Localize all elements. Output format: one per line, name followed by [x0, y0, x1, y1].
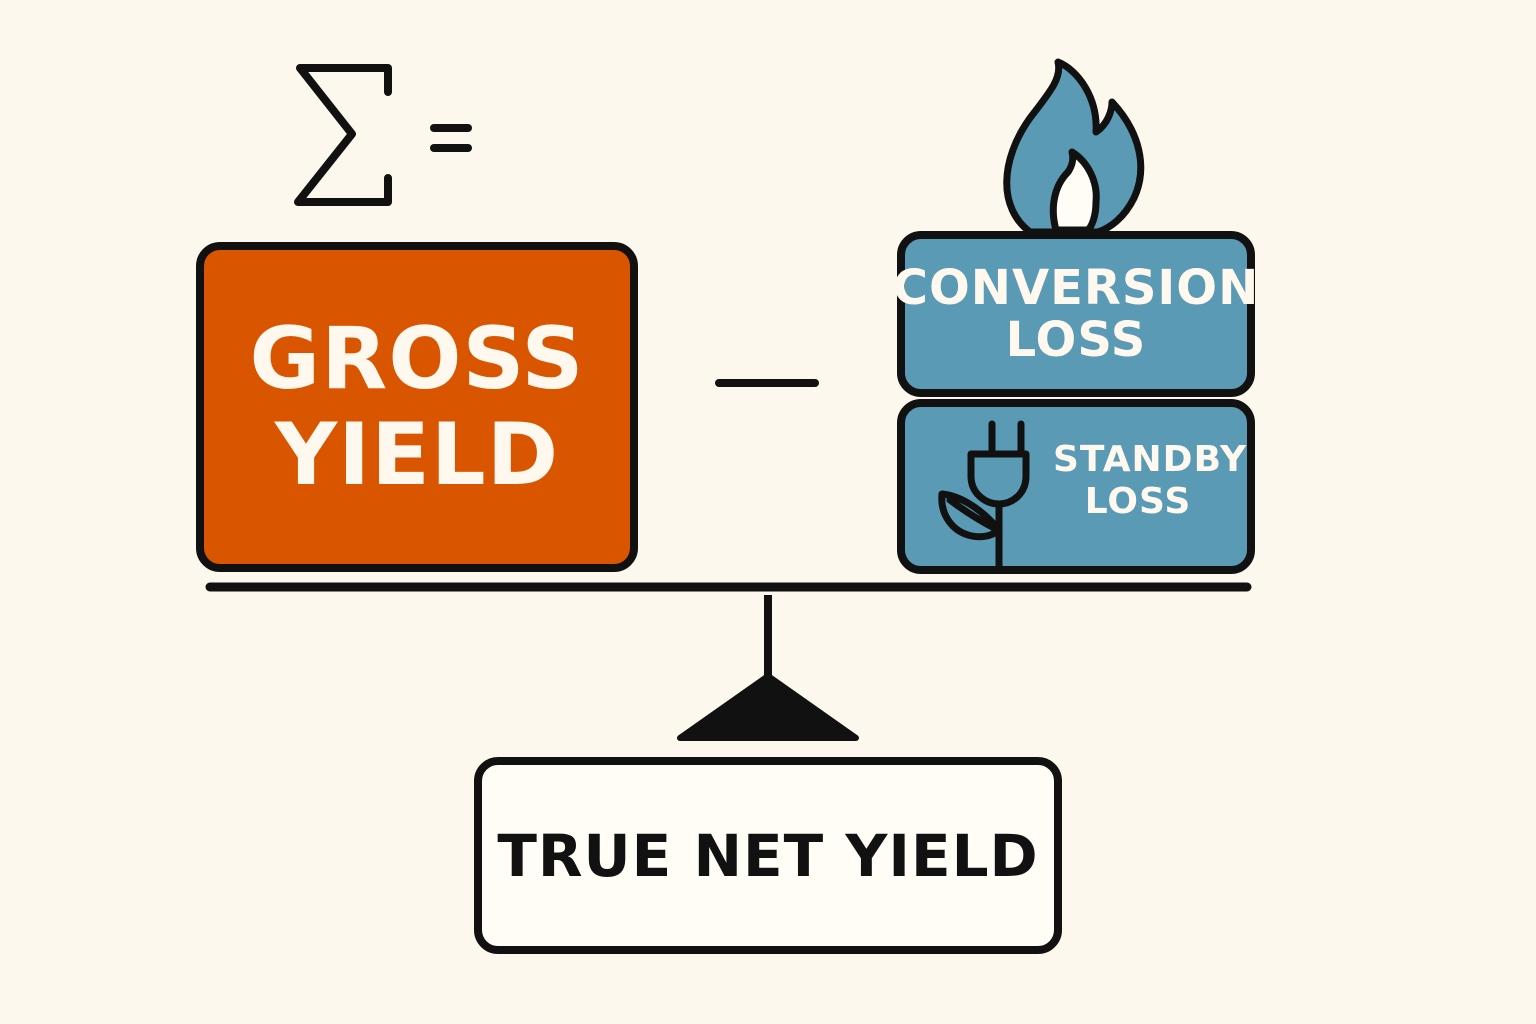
sigma-symbol: [294, 64, 392, 206]
true-net-yield-label: TRUE NET YIELD: [497, 821, 1039, 890]
gross-yield-label-line1: GROSS: [249, 309, 585, 409]
standby-loss-label-line2: LOSS: [1084, 480, 1192, 522]
fulcrum-triangle: [677, 673, 859, 741]
conversion-loss-label-line2: LOSS: [1005, 312, 1147, 368]
conversion-loss-box: CONVERSION LOSS: [893, 231, 1258, 397]
true-net-yield-box: TRUE NET YIELD: [474, 757, 1062, 954]
gross-yield-label-line2: YIELD: [274, 405, 560, 505]
standby-loss-box: STANDBY LOSS: [897, 399, 1255, 574]
standby-loss-text: STANDBY LOSS: [1053, 438, 1248, 523]
conversion-loss-label-line1: CONVERSION: [892, 260, 1260, 316]
flame-icon: [1003, 58, 1145, 236]
equals-symbol: [430, 124, 472, 152]
gross-yield-box: GROSS YIELD: [196, 242, 638, 572]
standby-loss-label-line1: STANDBY: [1053, 438, 1248, 480]
